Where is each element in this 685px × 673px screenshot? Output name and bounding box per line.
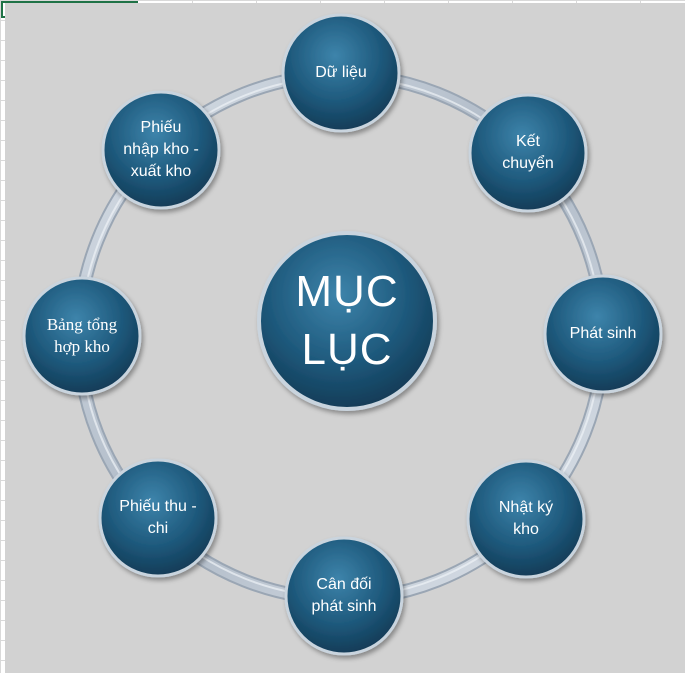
node-phat-sinh[interactable] [543,274,663,394]
node-bang-tong-hop-kho[interactable] [22,276,142,396]
node-phieu-thu-chi[interactable] [98,458,218,578]
node-phieu-nhap-xuat-kho[interactable] [101,90,221,210]
center-circle[interactable] [257,231,437,411]
cycle-diagram [22,13,663,656]
center-title: MỤC LỤC [259,233,435,409]
center-title-line: LỤC [301,325,393,374]
node-du-lieu[interactable] [281,13,401,133]
node-can-doi-phat-sinh[interactable] [284,536,404,656]
center-title-line: MỤC [295,267,399,316]
node-nhat-ky-kho[interactable] [466,459,586,579]
node-ket-chuyen[interactable] [468,93,588,213]
node-layer [22,13,663,656]
